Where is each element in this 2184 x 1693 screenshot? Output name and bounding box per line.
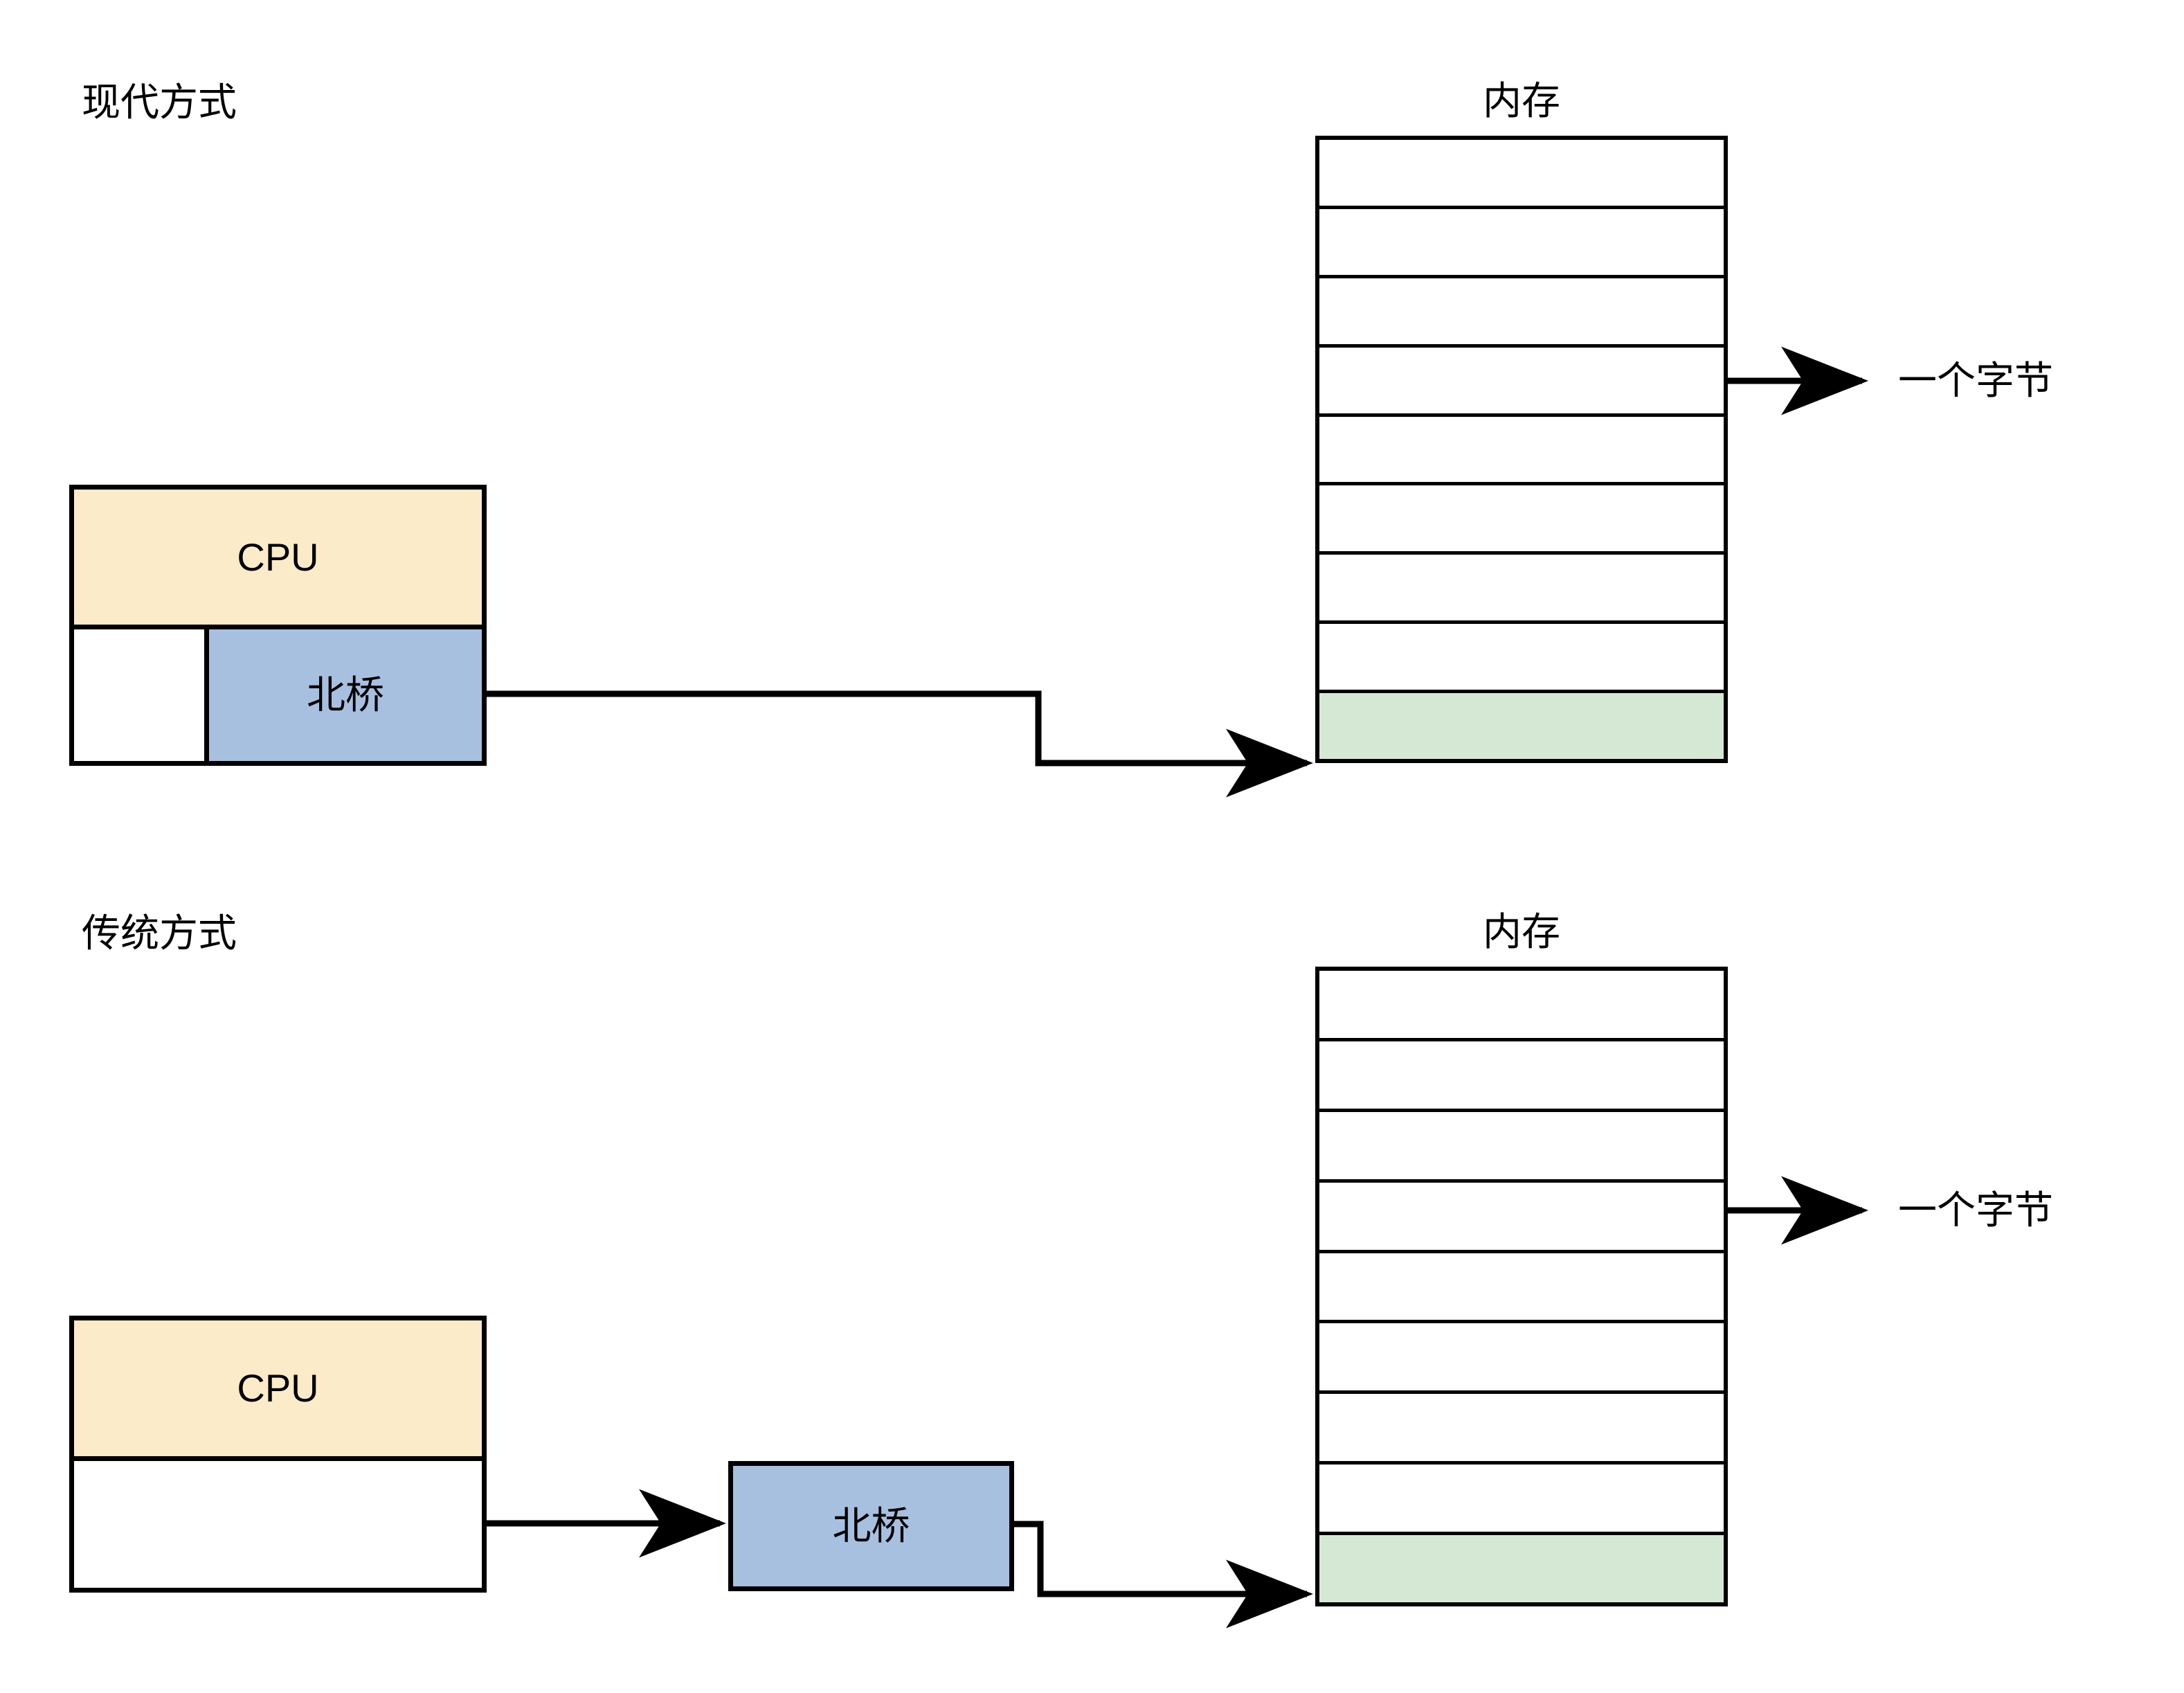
- wire-northbridge-to-memory-legacy: [1014, 1521, 1313, 1629]
- memory-stack-modern: [1315, 136, 1728, 763]
- memory-cell: [1319, 624, 1724, 694]
- memory-cell: [1319, 1182, 1724, 1253]
- memory-cell: [1319, 1253, 1724, 1324]
- wire-northbridge-to-memory-modern: [487, 690, 1313, 798]
- memory-label-modern: 内存: [1483, 79, 1560, 123]
- byte-callout-label-legacy: 一个字节: [1898, 1188, 2053, 1232]
- memory-cell: [1319, 1041, 1724, 1112]
- cpu-empty-slot-legacy: [74, 1461, 482, 1588]
- section-title-legacy: 传统方式: [82, 911, 237, 955]
- memory-cell: [1319, 1464, 1724, 1536]
- cpu-package-legacy: CPU: [69, 1316, 487, 1593]
- cpu-lower-row-modern: 北桥: [74, 629, 482, 761]
- memory-cell: [1319, 555, 1724, 625]
- memory-cell: [1319, 971, 1724, 1041]
- cpu-package-modern: CPU 北桥: [69, 485, 487, 766]
- memory-stack-legacy: [1315, 967, 1728, 1606]
- northbridge-legacy: 北桥: [728, 1461, 1014, 1591]
- cpu-die-legacy: CPU: [74, 1320, 482, 1461]
- memory-cell: [1319, 485, 1724, 555]
- northbridge-modern: 北桥: [209, 629, 482, 761]
- memory-cell: [1319, 347, 1724, 417]
- cpu-lower-row-legacy: [74, 1461, 482, 1588]
- northbridge-label-modern: 北桥: [307, 673, 384, 717]
- memory-cell: [1319, 1111, 1724, 1183]
- memory-cell: [1319, 208, 1724, 278]
- memory-cell: [1319, 140, 1724, 209]
- memory-cell: [1319, 1323, 1724, 1395]
- byte-callout-label-modern: 一个字节: [1898, 359, 2053, 402]
- cpu-label-legacy: CPU: [237, 1366, 319, 1410]
- memory-cell-highlighted: [1319, 693, 1724, 760]
- northbridge-label-legacy: 北桥: [832, 1504, 910, 1548]
- cpu-label-modern: CPU: [237, 535, 319, 579]
- memory-cell: [1319, 1394, 1724, 1465]
- memory-cell-highlighted: [1319, 1535, 1724, 1603]
- memory-cell: [1319, 278, 1724, 348]
- section-title-modern: 现代方式: [82, 80, 237, 124]
- memory-cell: [1319, 416, 1724, 486]
- memory-label-legacy: 内存: [1483, 910, 1560, 953]
- cpu-die-modern: CPU: [74, 490, 482, 629]
- cpu-empty-slot-modern: [74, 629, 209, 761]
